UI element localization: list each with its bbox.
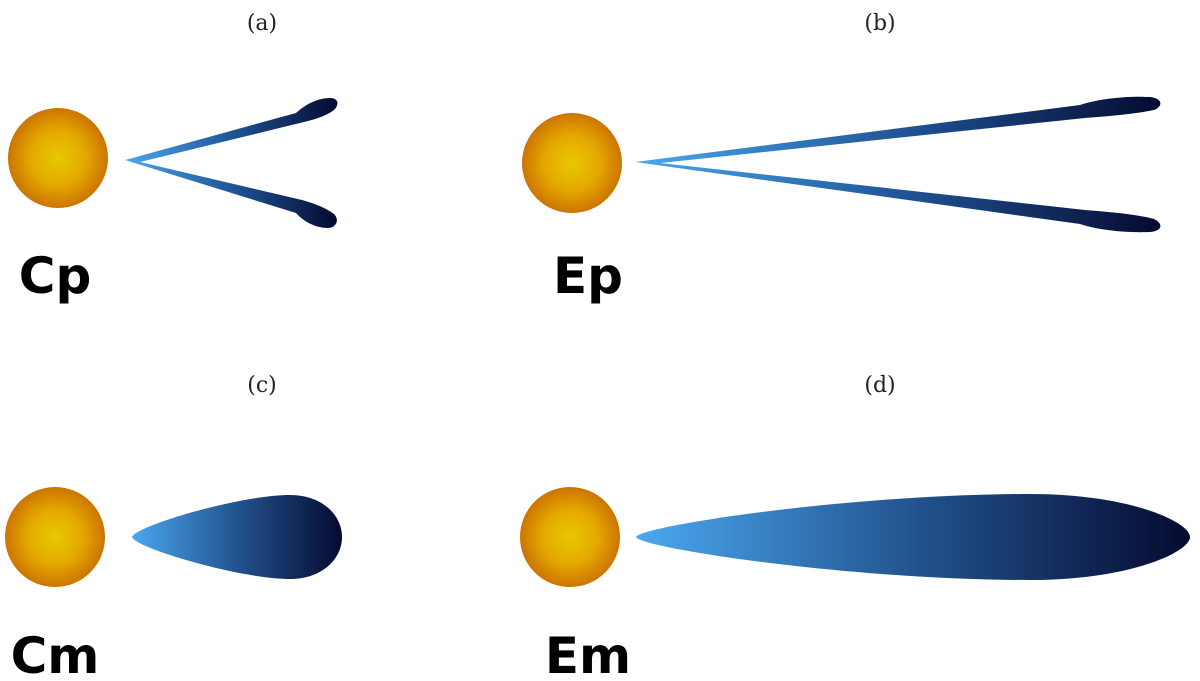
split-tail — [125, 98, 338, 228]
panel-c: (c) Cm — [5, 373, 342, 681]
sun-icon — [522, 113, 622, 213]
solid-tail — [132, 495, 342, 579]
sun-icon — [5, 487, 105, 587]
split-tail — [635, 96, 1161, 233]
sun-icon — [8, 108, 108, 208]
panel-d: (d) Em — [520, 373, 1190, 681]
panel-a: (a) Cp — [8, 11, 338, 305]
panel-label-a: Cp — [19, 247, 92, 305]
panel-tag-a: (a) — [247, 11, 277, 36]
sun-icon — [520, 487, 620, 587]
panel-tag-b: (b) — [864, 11, 895, 36]
panel-tag-d: (d) — [864, 373, 895, 398]
panel-label-c: Cm — [11, 627, 100, 681]
panel-label-b: Ep — [553, 247, 623, 305]
panel-label-d: Em — [545, 627, 631, 681]
solid-tail — [636, 494, 1190, 580]
panel-b: (b) Ep — [522, 11, 1161, 305]
panel-tag-c: (c) — [247, 373, 277, 398]
